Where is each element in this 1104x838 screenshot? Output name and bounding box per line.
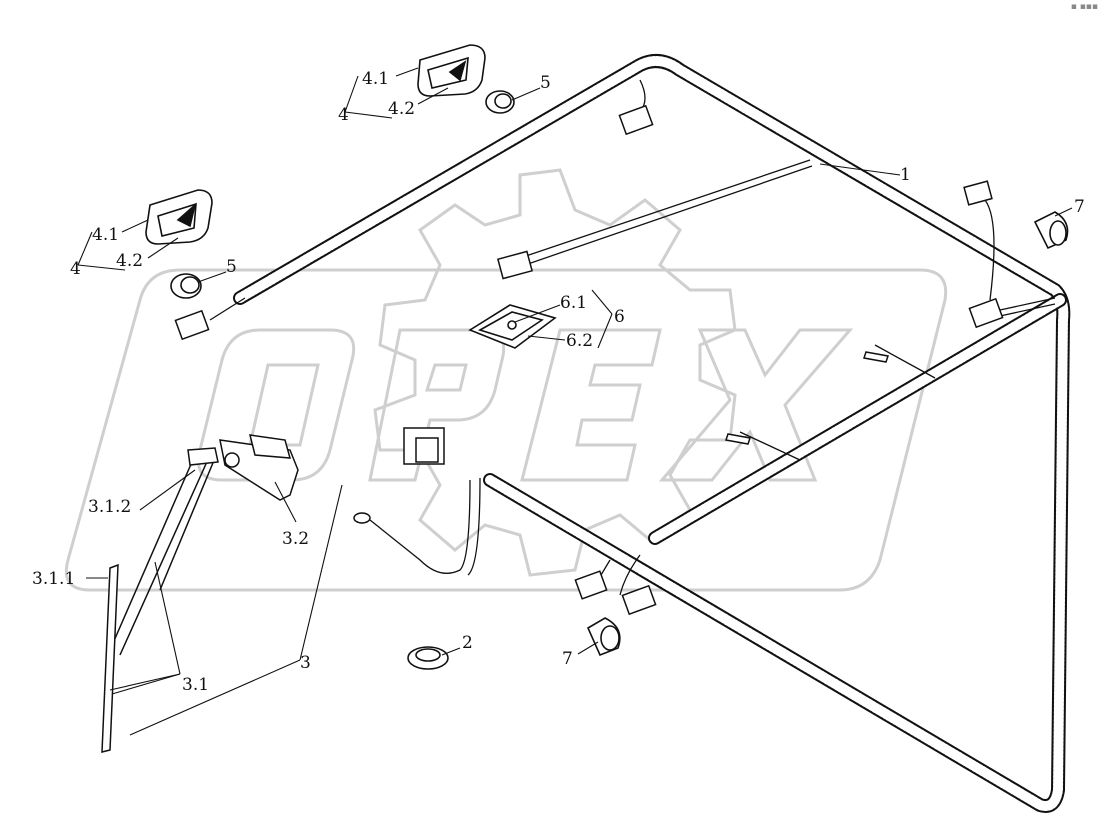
terminal-b — [725, 433, 751, 445]
buzzers — [586, 211, 1069, 657]
label-6-2: 6.2 — [566, 331, 593, 351]
label-4-2-top: 4.2 — [388, 99, 415, 119]
label-6: 6 — [614, 307, 625, 327]
label-3-1: 3.1 — [182, 675, 209, 695]
callout-labels: 1 2 3 3.1 3.1.1 3.1.2 3.2 4 4.1 4.2 4 4.… — [32, 69, 1085, 695]
connector-bottom-a — [574, 570, 608, 600]
ring-terminal — [353, 512, 371, 524]
label-5-top: 5 — [540, 73, 551, 93]
gear-watermark — [373, 168, 737, 577]
label-7-right: 7 — [1074, 197, 1085, 217]
connector-bottom-b — [621, 584, 657, 616]
wordmark-frame — [64, 268, 948, 592]
grommets — [170, 90, 515, 670]
label-7-bottom: 7 — [562, 649, 573, 669]
connectors — [174, 104, 1004, 616]
label-4-top: 4 — [338, 105, 349, 125]
label-3-1-1: 3.1.1 — [32, 569, 75, 589]
harness-outline — [233, 54, 1071, 813]
wiper-blade — [101, 563, 119, 753]
label-3-2: 3.2 — [282, 529, 309, 549]
label-2: 2 — [462, 633, 473, 653]
letter-e — [520, 328, 662, 482]
lamp-top — [417, 44, 486, 97]
terminal-a — [863, 351, 889, 363]
wiper-arm-2 — [119, 454, 211, 656]
leader-lines — [77, 67, 1073, 736]
connector-right — [968, 297, 1004, 329]
lamp-left — [145, 189, 213, 245]
label-4-1-left: 4.1 — [92, 225, 119, 245]
harness-branch-right-inner — [650, 295, 1065, 543]
label-1: 1 — [900, 165, 911, 185]
thin-wires — [209, 79, 1056, 596]
label-4-2-left: 4.2 — [116, 251, 143, 271]
label-3-1-2: 3.1.2 — [88, 497, 131, 517]
connector-top — [618, 104, 654, 136]
connector-left — [174, 309, 210, 341]
wiper-arm-1 — [109, 454, 196, 651]
harness-inner — [235, 56, 1069, 811]
label-4-1-top: 4.1 — [362, 69, 389, 89]
corner-mark: ▪ ▪▪▪ — [1070, 2, 1098, 12]
label-3: 3 — [300, 653, 311, 673]
label-6-1: 6.1 — [560, 293, 587, 313]
plate-6 — [468, 304, 557, 349]
wiper-assembly — [101, 434, 299, 753]
wiper-arm-3 — [159, 457, 216, 591]
letter-x — [658, 328, 854, 482]
connector-big-face — [415, 437, 439, 463]
corrugated-harness — [233, 54, 1071, 813]
label-5-left: 5 — [226, 257, 237, 277]
connector-right-top — [963, 180, 993, 206]
connector-center — [497, 250, 533, 280]
label-4-left: 4 — [70, 259, 81, 279]
